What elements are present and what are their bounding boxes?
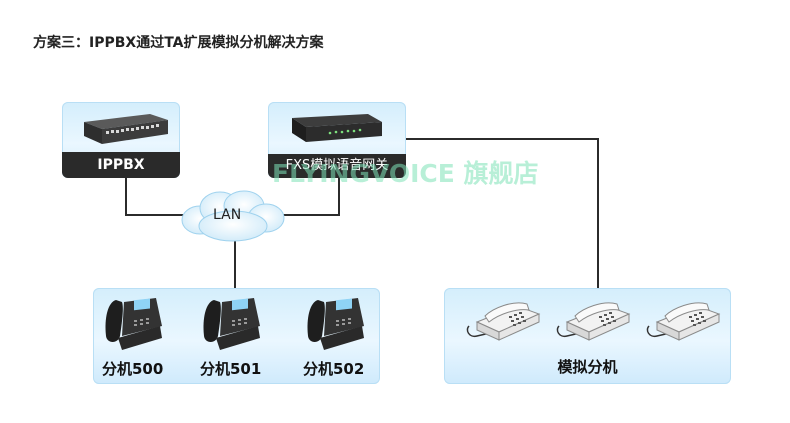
ip-phone-icon xyxy=(105,298,162,350)
lan-cloud-icon xyxy=(181,190,285,242)
link-right-down xyxy=(597,138,599,288)
link-lan-gateway xyxy=(280,214,340,216)
extension-501-label: 分机501 xyxy=(200,360,262,378)
analog-phone-icon xyxy=(556,302,631,341)
link-lan-phones xyxy=(234,238,236,288)
link-gateway-right xyxy=(406,138,599,140)
link-ippbx-lan xyxy=(125,214,183,216)
ippbx-device-icon xyxy=(84,114,168,144)
analog-extension-label: 模拟分机 xyxy=(557,358,618,376)
gateway-device-icon xyxy=(292,114,382,142)
fxs-gateway-node: FXS模拟语音网关 xyxy=(268,102,406,178)
extension-502-label: 分机502 xyxy=(303,360,365,378)
lan-label: LAN xyxy=(213,207,242,223)
link-gateway-down xyxy=(338,178,340,216)
store-watermark: FLYINGVOICE 旗舰店 xyxy=(272,159,539,188)
extension-500-label: 分机500 xyxy=(102,360,164,378)
ippbx-node: IPPBX xyxy=(62,102,180,178)
analog-phone-icon xyxy=(466,302,541,341)
diagram-title: 方案三：IPPBX通过TA扩展模拟分机解决方案 xyxy=(33,35,324,51)
analog-phone-icon xyxy=(646,302,721,341)
link-ippbx-down xyxy=(125,178,127,215)
ip-phone-icon xyxy=(203,298,260,350)
gateway-label: FXS模拟语音网关 xyxy=(268,154,406,178)
ip-phone-icon xyxy=(307,298,364,350)
ippbx-label: IPPBX xyxy=(62,152,180,178)
